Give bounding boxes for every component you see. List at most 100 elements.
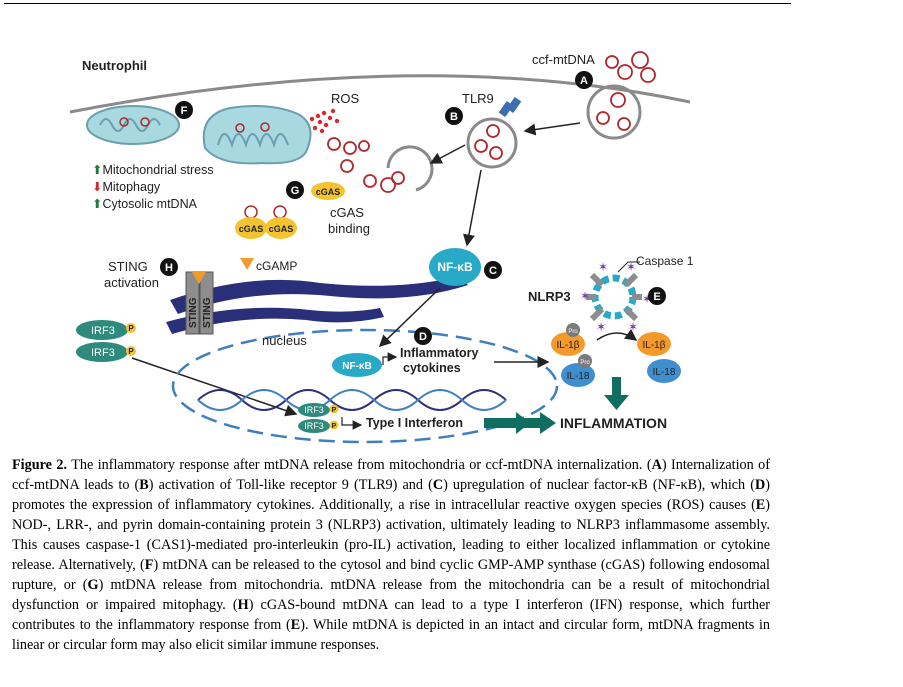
svg-text:IL-1β: IL-1β bbox=[557, 340, 580, 351]
caspase-leader bbox=[617, 261, 640, 273]
irf3-group: IRF3 P IRF3 P bbox=[76, 320, 136, 362]
released-mtdna bbox=[327, 137, 370, 173]
svg-text:A: A bbox=[580, 75, 588, 87]
ruptured-endosome bbox=[363, 145, 434, 193]
caption-text: ) mtDNA can be released to the cytosol a… bbox=[12, 557, 770, 593]
caption-text: ) Internalization of ccf-mtDNA leads to … bbox=[12, 457, 771, 493]
caption-panel-ref: G bbox=[87, 577, 99, 593]
nlrp3-inflammasome: ✶ ✶ ✶ ✶ ✶ ✶ bbox=[580, 260, 652, 334]
cgamp-triangle bbox=[240, 258, 254, 270]
figure-diagram: Neutrophil ccf-mtDNA TLR9 bbox=[69, 51, 694, 444]
svg-text:cGAS: cGAS bbox=[316, 187, 341, 197]
cgas-binding-2: binding bbox=[328, 221, 370, 236]
svg-text:D: D bbox=[419, 331, 427, 343]
svg-text:✶: ✶ bbox=[628, 320, 638, 334]
arrow-a-to-b bbox=[523, 122, 581, 136]
svg-text:IRF3: IRF3 bbox=[91, 347, 115, 359]
marker-f: F bbox=[175, 101, 193, 119]
svg-text:✶: ✶ bbox=[642, 292, 652, 306]
il1b-mature: IL-1β bbox=[637, 332, 671, 356]
marker-c: C bbox=[484, 261, 502, 279]
caspase-label: Caspase 1 bbox=[636, 254, 694, 268]
svg-text:P: P bbox=[332, 407, 337, 414]
inflam-cytokines-2: cytokines bbox=[403, 361, 461, 375]
teal-arrow-to-inflammation bbox=[484, 412, 556, 434]
mitophagy: ⬇Mitophagy bbox=[92, 180, 161, 194]
irf3-nucleus: IRF3 P IRF3 P bbox=[298, 403, 339, 433]
figure-caption: Figure 2. The inflammatory response afte… bbox=[12, 455, 770, 655]
ccf-mtdna-label: ccf-mtDNA bbox=[532, 52, 595, 67]
marker-g: G bbox=[286, 181, 304, 199]
svg-text:cGAS: cGAS bbox=[269, 224, 294, 234]
svg-text:✶: ✶ bbox=[626, 260, 636, 274]
nfkb-cytosol: NF-κB bbox=[429, 248, 481, 286]
svg-text:H: H bbox=[165, 262, 173, 274]
arrow-irf3-to-nucleus bbox=[131, 357, 298, 417]
marker-h: H bbox=[160, 258, 178, 276]
caption-panel-ref: E bbox=[290, 617, 301, 633]
svg-text:P: P bbox=[128, 347, 134, 356]
inflammation-label: INFLAMMATION bbox=[560, 415, 667, 431]
caption-text: ) mtDNA release from mitochondria. mtDNA… bbox=[12, 577, 770, 613]
er-nucleus-membrane bbox=[166, 276, 468, 334]
svg-text:G: G bbox=[291, 185, 300, 197]
arrow-nfkb-to-nucleus bbox=[378, 287, 441, 348]
arrow-to-cytokines bbox=[382, 352, 398, 365]
neutrophil-label: Neutrophil bbox=[82, 58, 147, 73]
svg-text:Pro: Pro bbox=[568, 329, 578, 335]
svg-text:IL-1β: IL-1β bbox=[643, 340, 666, 351]
caption-panel-ref: C bbox=[432, 477, 444, 493]
svg-text:✶: ✶ bbox=[580, 289, 590, 303]
caption-text: ) cGAS-bound mtDNA can lead to a type I … bbox=[12, 597, 770, 633]
type1-ifn-label: Type I Interferon bbox=[366, 416, 463, 430]
caption-panel-ref: D bbox=[755, 477, 766, 493]
caption-text: The inflammatory response after mtDNA re… bbox=[67, 457, 652, 473]
marker-e: E bbox=[648, 287, 666, 305]
dna-helix bbox=[197, 389, 507, 411]
caption-text: ) activation of Toll-like receptor 9 (TL… bbox=[148, 477, 433, 493]
arrow-to-ifn bbox=[341, 417, 363, 430]
mito-stress: ⬆Mitochondrial stress bbox=[92, 163, 214, 177]
svg-text:NF-κB: NF-κB bbox=[342, 361, 371, 372]
svg-text:F: F bbox=[181, 105, 188, 117]
pro-il18: Pro IL-18 bbox=[561, 354, 595, 387]
caption-panel-ref: F bbox=[144, 557, 154, 573]
cgamp-label: cGAMP bbox=[256, 259, 297, 273]
svg-text:✶: ✶ bbox=[596, 320, 606, 334]
svg-text:NF-κB: NF-κB bbox=[437, 260, 473, 274]
svg-text:✶: ✶ bbox=[598, 260, 608, 274]
curved-activation-arrow bbox=[596, 328, 638, 341]
cell-membrane bbox=[69, 74, 691, 114]
ccf-mtdna-circles bbox=[605, 51, 656, 83]
svg-text:STING: STING bbox=[188, 297, 199, 328]
header-rule bbox=[4, 3, 791, 4]
endosome-a bbox=[586, 84, 642, 140]
caption-panel-ref: B bbox=[139, 477, 149, 493]
mitochondrion-small bbox=[86, 105, 180, 145]
nucleus-label: nucleus bbox=[262, 333, 307, 348]
svg-text:C: C bbox=[489, 265, 497, 277]
caption-panel-ref: H bbox=[237, 597, 249, 613]
caption-panel-ref: A bbox=[651, 457, 662, 473]
pro-il1b: Pro IL-1β bbox=[551, 323, 585, 356]
caption-text: ) upregulation of nuclear factor-κB (NF-… bbox=[443, 477, 756, 493]
nlrp3-label: NLRP3 bbox=[528, 289, 571, 304]
svg-text:IRF3: IRF3 bbox=[304, 405, 324, 415]
svg-text:STING: STING bbox=[202, 297, 213, 328]
svg-text:IRF3: IRF3 bbox=[304, 421, 324, 431]
inflam-cytokines-1: Inflammatory bbox=[400, 346, 479, 360]
arrow-b-to-endosome bbox=[429, 144, 466, 164]
cgas-small bbox=[311, 182, 345, 200]
sting-dimer: STING STING bbox=[185, 271, 214, 335]
svg-text:Pro: Pro bbox=[580, 360, 590, 366]
caption-text: ) promotes the expression of inflammator… bbox=[12, 477, 770, 513]
svg-text:cGAS: cGAS bbox=[239, 224, 264, 234]
svg-text:B: B bbox=[450, 111, 458, 123]
caption-text: ) NOD-, LRR-, and pyrin domain-containin… bbox=[12, 497, 770, 573]
caption-body: The inflammatory response after mtDNA re… bbox=[12, 457, 770, 653]
cgas-pair: cGAS cGAS bbox=[235, 205, 297, 239]
ros-dots bbox=[309, 108, 340, 134]
endosome-b bbox=[466, 117, 518, 169]
arrow-b-to-nfkb bbox=[463, 169, 482, 247]
nucleus-boundary bbox=[171, 328, 559, 444]
